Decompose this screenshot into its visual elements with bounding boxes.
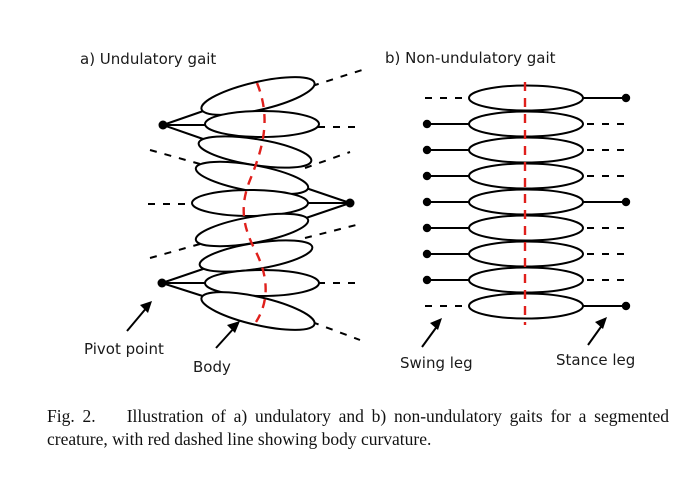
swing-leg: [149, 149, 201, 165]
foot-dot: [422, 223, 432, 233]
foot-dot: [422, 171, 432, 181]
body-curvature-line: [242, 82, 267, 323]
swing-leg: [304, 223, 361, 239]
swing-leg: [311, 321, 361, 341]
leg-line: [162, 124, 207, 141]
non-undulatory-diagram: [422, 84, 631, 320]
foot-dot: [422, 197, 432, 207]
figure-caption: Fig. 2. Illustration of a) undulatory an…: [47, 405, 669, 451]
body-segment: [200, 291, 316, 331]
swing-leg-label: Swing leg: [400, 354, 473, 372]
foot-dot: [422, 275, 432, 285]
body-segment: [191, 189, 309, 217]
foot-dot: [422, 249, 432, 259]
pivot-point-arrow: [126, 301, 152, 332]
swing-leg: [149, 243, 201, 259]
panel-b-title: b) Non-undulatory gait: [385, 49, 556, 67]
pivot-point-label: Pivot point: [84, 340, 164, 358]
foot-dot: [422, 119, 432, 129]
leg-line: [299, 202, 351, 221]
foot-dot: [422, 145, 432, 155]
pivot-point-dot: [157, 278, 167, 288]
panel-a-title: a) Undulatory gait: [80, 50, 216, 68]
caption-label: Fig. 2.: [47, 406, 96, 426]
undulatory-left-legs: [148, 107, 213, 300]
stance-leg-label: Stance leg: [556, 351, 635, 369]
caption-text: Illustration of a) undulatory and b) non…: [47, 406, 670, 449]
body-segment: [204, 110, 320, 138]
body-arrow: [215, 321, 240, 349]
pivot-point-dot: [158, 120, 168, 130]
stance-leg-arrow: [587, 317, 607, 346]
undulatory-right-legs: [299, 69, 363, 341]
swing-leg-arrow: [421, 318, 442, 348]
undulatory-diagram: Pivot point Body: [84, 69, 363, 376]
body-segment: [200, 76, 316, 116]
body-segment: [198, 239, 314, 273]
foot-dot: [621, 301, 631, 311]
pivot-point-dot: [345, 198, 355, 208]
foot-dot: [621, 93, 631, 103]
swing-leg: [311, 69, 363, 87]
foot-dot: [621, 197, 631, 207]
body-label: Body: [193, 358, 231, 376]
undulatory-body: [191, 76, 320, 331]
leg-line: [161, 267, 207, 284]
